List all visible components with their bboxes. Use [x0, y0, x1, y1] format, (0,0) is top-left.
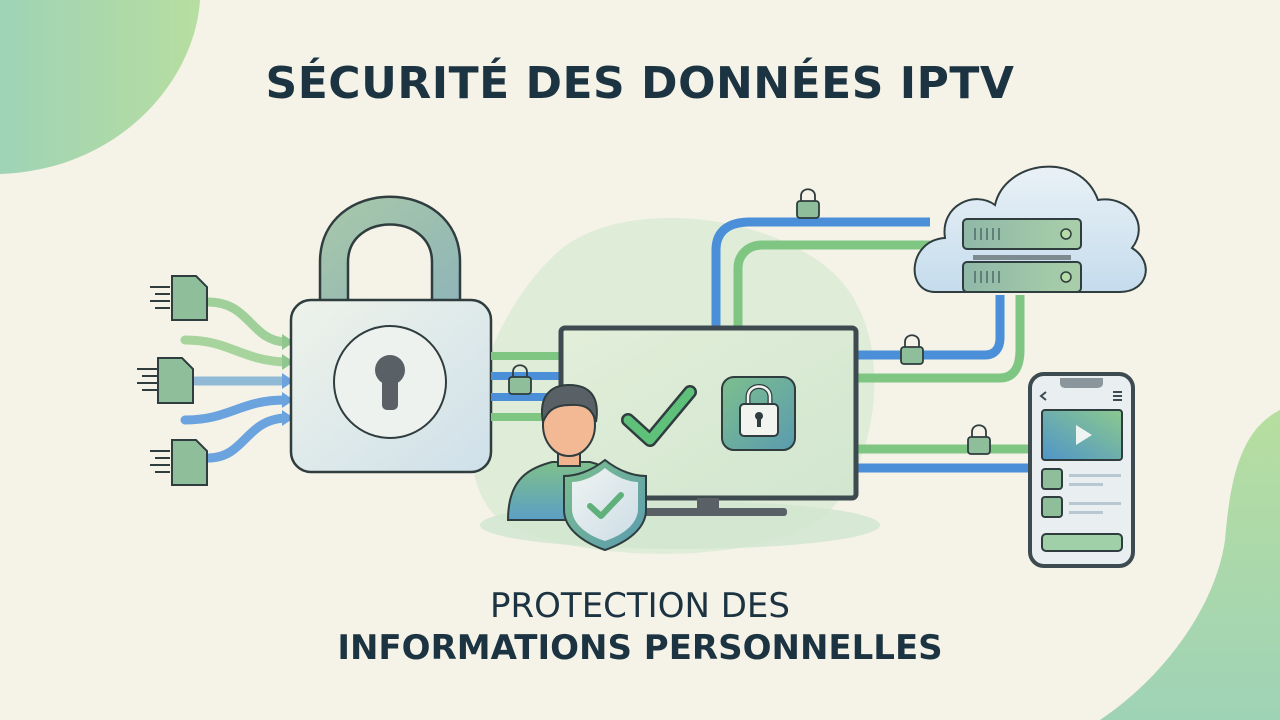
- monitor-icon: [558, 325, 859, 516]
- padlock-icon: [289, 195, 493, 474]
- lock-icon-3: [900, 334, 924, 365]
- lock-icon-1: [796, 188, 820, 219]
- connection-lock-icons: [508, 188, 991, 455]
- data-file-icons: [137, 275, 208, 486]
- file-icon-1: [150, 275, 208, 321]
- play-icon: [1076, 425, 1092, 445]
- corner-blob-top-left: [0, 0, 200, 174]
- file-icon-2: [137, 357, 194, 404]
- subtitle-line-2: INFORMATIONS PERSONNELLES: [337, 628, 943, 668]
- cloud-server-icon: [913, 165, 1147, 293]
- menu-icon: [1113, 391, 1122, 401]
- lock-icon-4: [967, 424, 991, 455]
- data-flow-arrows: [180, 297, 290, 463]
- page-title: SÉCURITÉ DES DONNÉES IPTV: [265, 58, 1015, 109]
- lock-app-icon: [721, 376, 796, 451]
- subtitle-line-1: PROTECTION DES: [490, 586, 790, 626]
- smartphone-icon: [1028, 372, 1135, 568]
- shield-check-icon: [563, 458, 647, 552]
- corner-blob-bottom-right: [1100, 410, 1280, 720]
- back-icon: [1039, 391, 1047, 401]
- lock-icon-2: [508, 364, 532, 395]
- file-icon-3: [150, 439, 208, 486]
